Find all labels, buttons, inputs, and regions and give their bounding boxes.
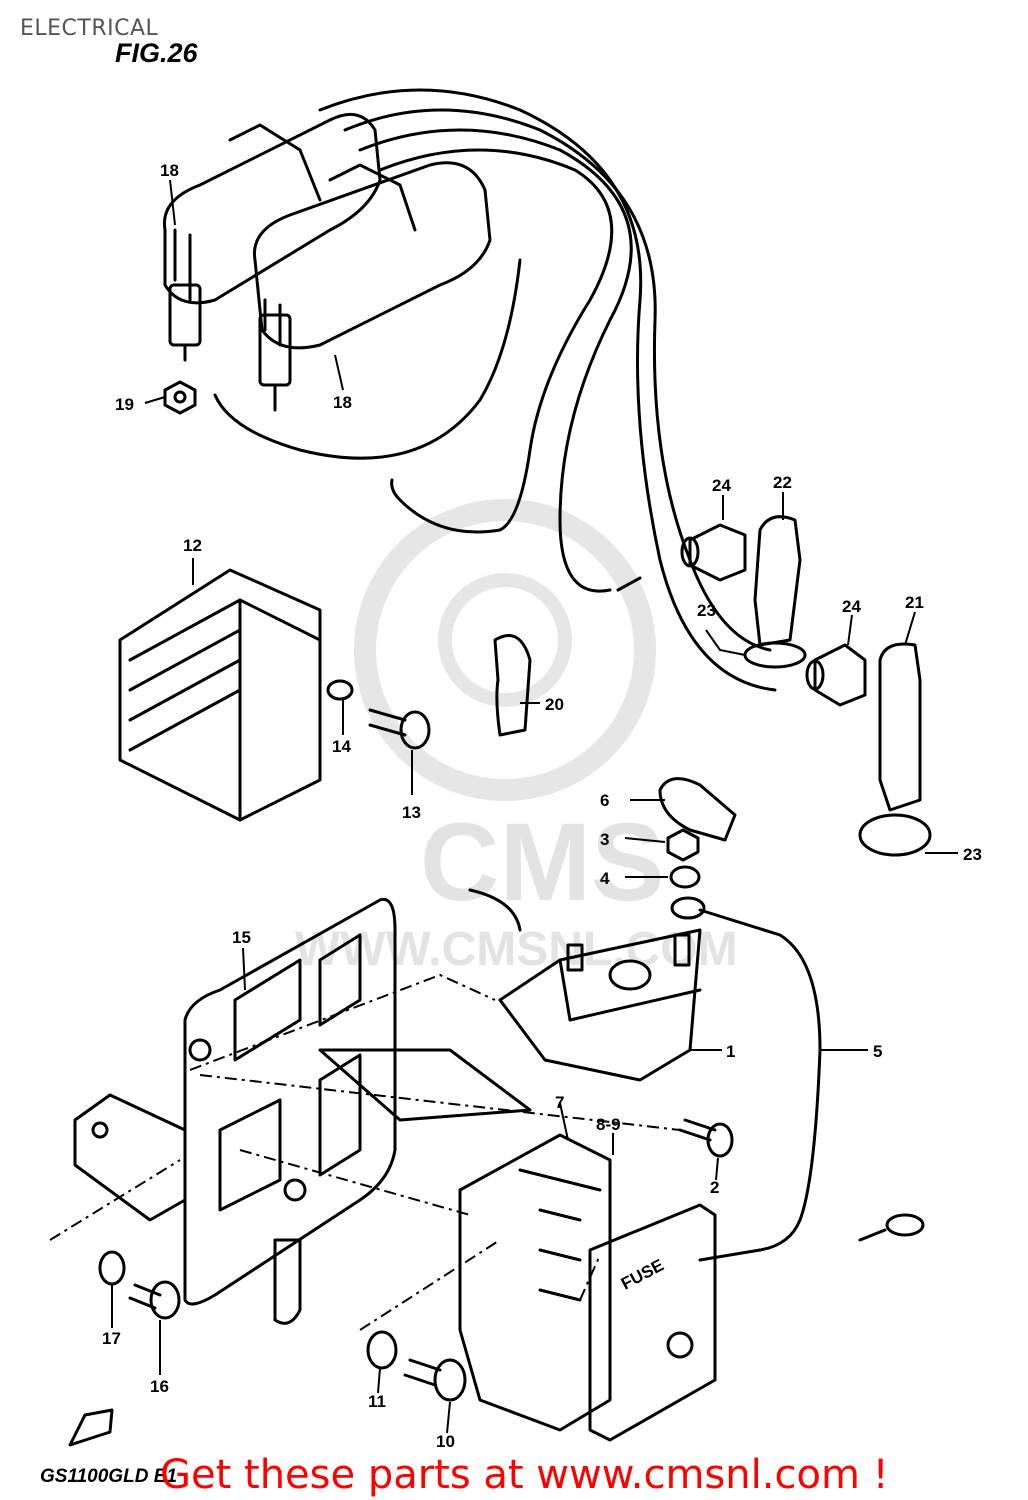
side-plate xyxy=(73,1093,187,1222)
callout-11: 11 xyxy=(368,1392,386,1411)
callout-2: 2 xyxy=(710,1178,719,1197)
promo-link[interactable]: Get these parts at www.cmsnl.com ! xyxy=(160,1452,889,1498)
rubber-seal-24-upper xyxy=(680,523,747,582)
callout-17: 17 xyxy=(102,1329,121,1348)
figure-label: FIG.26 xyxy=(115,38,198,68)
ignition-coil-front xyxy=(252,161,492,412)
callout-1: 1 xyxy=(726,1042,735,1061)
starter-relay-1 xyxy=(468,888,702,1082)
callout-10: 10 xyxy=(436,1432,455,1451)
nut-3 xyxy=(666,828,700,862)
terminal-cover-6 xyxy=(658,777,737,842)
callout-19: 19 xyxy=(115,395,134,414)
callout-4: 4 xyxy=(600,869,610,888)
callout-8-9: 8-9 xyxy=(596,1115,621,1134)
leader-lines xyxy=(111,179,958,1434)
figure-footer-code: GS1100GLD E1 xyxy=(40,1466,177,1487)
callout-5: 5 xyxy=(873,1042,882,1061)
callout-24-upper: 24 xyxy=(712,476,731,495)
battery-lead-5 xyxy=(670,896,925,1262)
callout-23-lower: 23 xyxy=(963,845,982,864)
clamp-20 xyxy=(493,634,532,737)
callout-labels: 1 2 3 4 5 6 7 8-9 10 11 12 13 14 15 16 1… xyxy=(102,161,982,1451)
fuse-box-label: FUSE xyxy=(618,1255,667,1293)
watermark-url: WWW.CMSNL.COM xyxy=(295,923,738,976)
callout-20: 20 xyxy=(545,695,564,714)
callout-18-front: 18 xyxy=(333,393,352,412)
mounting-bracket-15 xyxy=(183,897,532,1325)
callout-18-rear: 18 xyxy=(160,161,179,180)
alignment-lines xyxy=(49,973,681,1331)
callout-23-upper: 23 xyxy=(697,601,716,620)
screw-13 xyxy=(368,708,431,750)
rubber-seal-24-lower xyxy=(805,643,867,707)
plug-cap-21 xyxy=(858,642,932,857)
direction-emblem xyxy=(68,1408,114,1447)
callout-3: 3 xyxy=(600,830,609,849)
igniter-unit-12 xyxy=(118,568,354,822)
fuse-box-7 xyxy=(458,1133,717,1442)
watermark-brand: CMS xyxy=(420,801,664,924)
washer-11 xyxy=(366,1330,398,1370)
callout-22: 22 xyxy=(773,473,792,492)
callout-16: 16 xyxy=(150,1377,169,1396)
callout-6: 6 xyxy=(600,791,609,810)
washer-17 xyxy=(98,1250,126,1286)
watermark: CMS WWW.CMSNL.COM xyxy=(295,499,738,976)
high-tension-wires xyxy=(213,88,777,692)
nut-19 xyxy=(163,380,197,415)
callout-24-lower: 24 xyxy=(842,597,861,616)
callout-12: 12 xyxy=(183,536,202,555)
screw-16 xyxy=(128,1280,181,1320)
callout-15: 15 xyxy=(232,928,251,947)
callout-13: 13 xyxy=(402,803,421,822)
callout-7: 7 xyxy=(555,1093,564,1112)
screw-10 xyxy=(403,1358,467,1402)
callout-21: 21 xyxy=(905,593,924,612)
page-title: ELECTRICAL xyxy=(20,16,159,41)
ignition-coil-rear xyxy=(162,112,382,362)
callout-14: 14 xyxy=(332,737,351,756)
screw-2 xyxy=(678,1118,734,1158)
washer-4 xyxy=(669,865,701,889)
